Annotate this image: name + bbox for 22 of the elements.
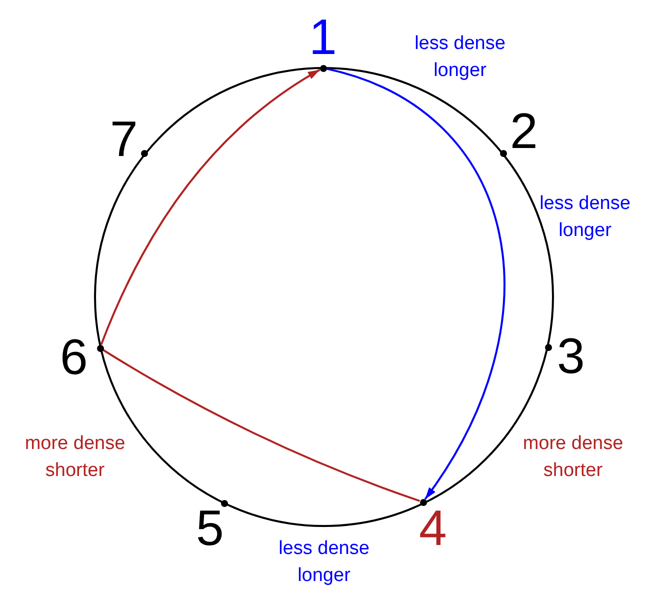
point-dot [544,344,552,350]
point-dot [96,344,104,352]
point-number: 5 [196,509,224,547]
point-dot [420,498,426,506]
point-number: 4 [419,509,447,547]
point-number: 7 [110,120,138,158]
curved-line [102,349,420,502]
point-number: 2 [510,112,538,150]
point-number: 3 [557,337,585,375]
annotation-text: less dense longer [414,32,506,83]
curved-arrow [326,68,506,500]
annotation-text: less dense longer [278,537,370,588]
point-number: 6 [60,338,88,376]
point-dot [220,500,228,506]
point-dot [500,150,506,156]
point-dot [140,150,148,156]
point-number: 1 [309,18,337,56]
point-dot [320,64,326,72]
annotation-text: less dense longer [539,192,631,243]
annotation-text: more dense shorter [522,432,624,483]
annotation-text: more dense shorter [24,432,126,483]
curved-arrow [100,68,320,346]
